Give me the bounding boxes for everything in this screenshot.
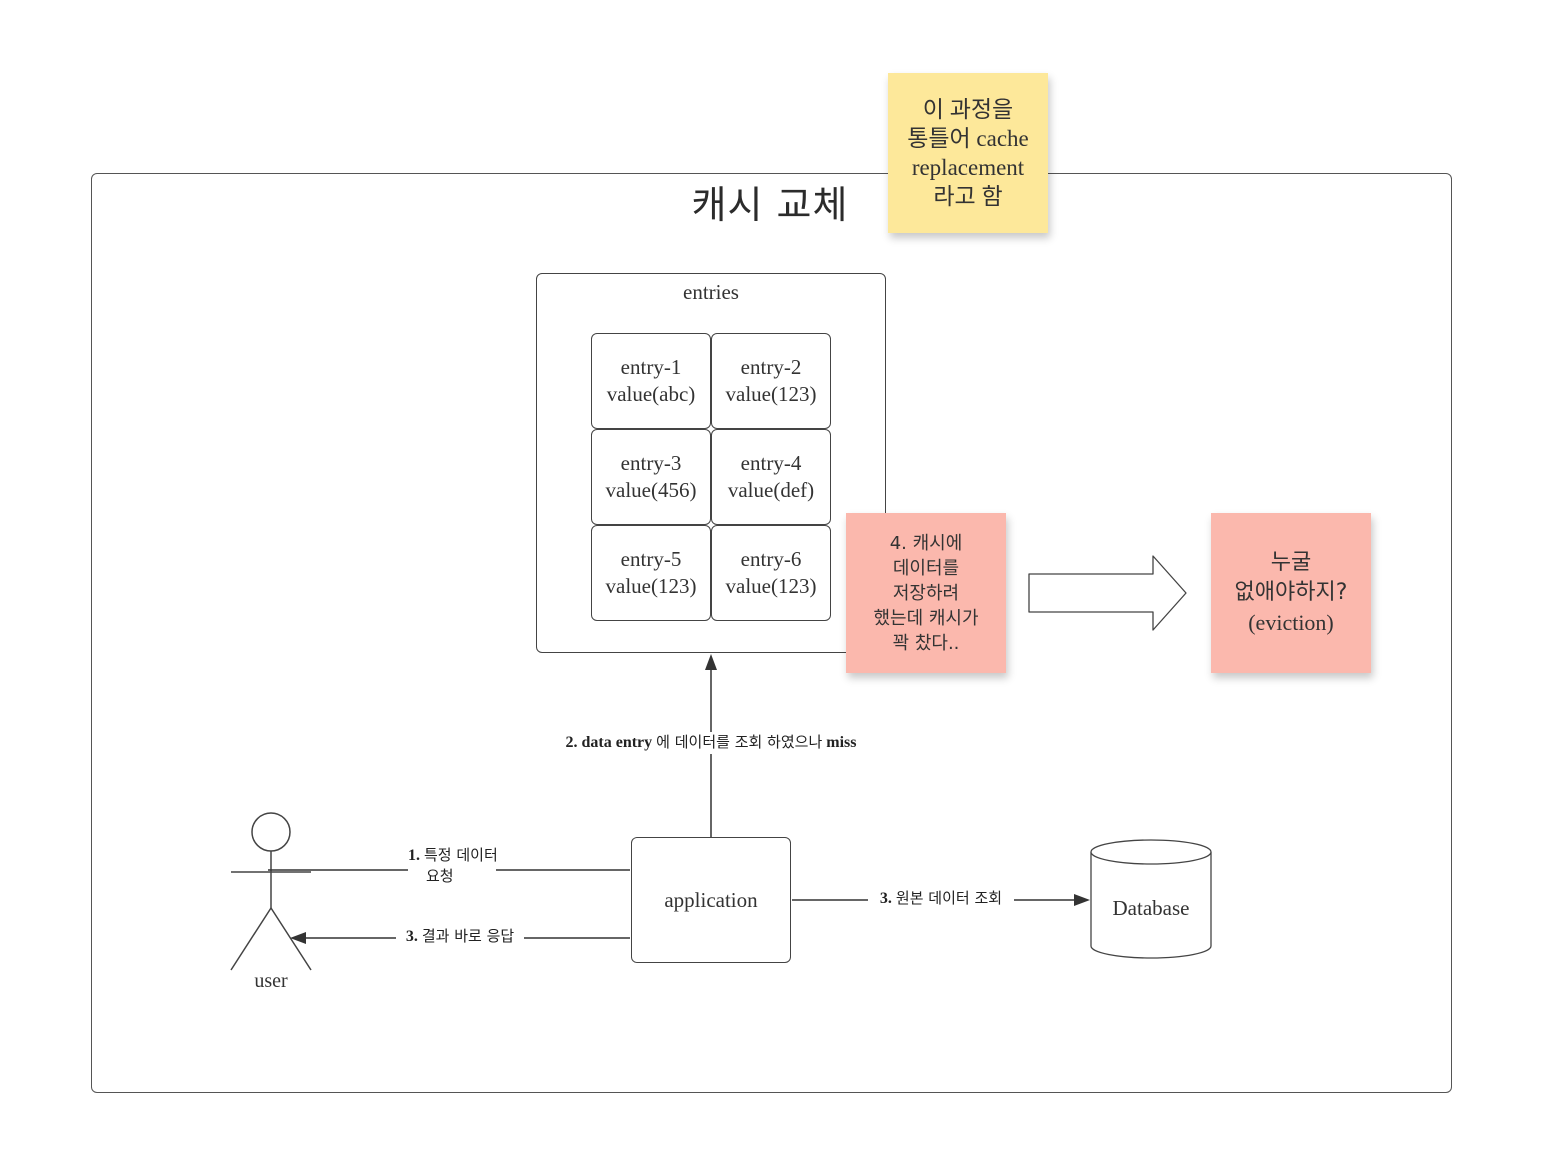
application-box: application [631, 837, 791, 963]
respond-text: 결과 바로 응답 [421, 927, 515, 945]
entry-cell-5: entry-5 value(123) [591, 525, 711, 621]
sticky-line-3: replacement [911, 155, 1025, 180]
entry-name: entry-1 [620, 355, 682, 379]
entry-cell-1: entry-1 value(abc) [591, 333, 711, 429]
application-label: application [664, 887, 758, 912]
diagram-title: 캐시 교체 [640, 174, 900, 227]
entry-name: entry-2 [740, 355, 802, 379]
origin-text: 원본 데이터 조회 [895, 889, 1003, 907]
origin-num: 3. [879, 890, 892, 907]
sticky-line-1: 누굴 [1270, 550, 1312, 575]
entry-cell-6: entry-6 value(123) [711, 525, 831, 621]
entry-value: value(123) [605, 574, 697, 598]
respond-edge-label: 3. 결과 바로 응답 [396, 926, 524, 948]
request-edge-label: 1. 특정 데이터 요청 [408, 845, 498, 889]
sticky-line-3: 저장하려 [892, 582, 960, 604]
lookup-tail: miss [826, 734, 857, 751]
request-text-2: 요청 [426, 867, 454, 885]
entry-value: value(abc) [606, 382, 696, 406]
entry-value: value(def) [727, 478, 815, 502]
user-label: user [254, 970, 288, 992]
entry-name: entry-5 [620, 547, 682, 571]
sticky-line-5: 꽉 찼다.. [892, 632, 960, 654]
outer-frame [91, 173, 1452, 1093]
sticky-line-4: 했는데 캐시가 [873, 607, 979, 629]
entry-value: value(123) [725, 574, 817, 598]
lookup-text: 에 데이터를 조회 하였으나 [656, 733, 823, 751]
request-num: 1. [408, 847, 420, 864]
database-label: Database [1112, 896, 1190, 920]
sticky-line-1: 이 과정을 [922, 97, 1014, 122]
entry-name: entry-4 [740, 451, 802, 475]
origin-edge-label: 3. 원본 데이터 조회 [868, 888, 1014, 910]
sticky-line-2: 데이터를 [892, 557, 960, 579]
database-cylinder-icon [1090, 839, 1212, 959]
request-text-1: 특정 데이터 [424, 846, 498, 864]
entries-label: entries [683, 280, 739, 304]
entries-container [536, 273, 886, 653]
sticky-line-2: 없애야하지? [1234, 580, 1348, 605]
sticky-note-eviction: 누굴 없애야하지? (eviction) [1211, 513, 1371, 673]
entry-name: entry-3 [620, 451, 682, 475]
sticky-note-cache-full: 4. 캐시에 데이터를 저장하려 했는데 캐시가 꽉 찼다.. [846, 513, 1006, 673]
entry-cell-2: entry-2 value(123) [711, 333, 831, 429]
sticky-line-3: (eviction) [1248, 610, 1334, 635]
lookup-num: 2. data entry [565, 734, 653, 751]
entry-value: value(456) [605, 478, 697, 502]
sticky-line-1: 4. 캐시에 [889, 532, 963, 554]
entry-name: entry-6 [740, 547, 802, 571]
sticky-line-2: 통틀어 cache [907, 126, 1029, 151]
respond-num: 3. [405, 928, 418, 945]
block-arrow-icon [1028, 555, 1187, 631]
entry-cell-3: entry-3 value(456) [591, 429, 711, 525]
sticky-line-4: 라고 함 [933, 184, 1003, 209]
entry-cell-4: entry-4 value(def) [711, 429, 831, 525]
entry-value: value(123) [725, 382, 817, 406]
user-actor-icon [230, 812, 312, 971]
lookup-edge-label: 2. data entry 에 데이터를 조회 하였으나 miss [540, 732, 882, 754]
sticky-note-cache-replacement: 이 과정을 통틀어 cache replacement 라고 함 [888, 73, 1048, 233]
